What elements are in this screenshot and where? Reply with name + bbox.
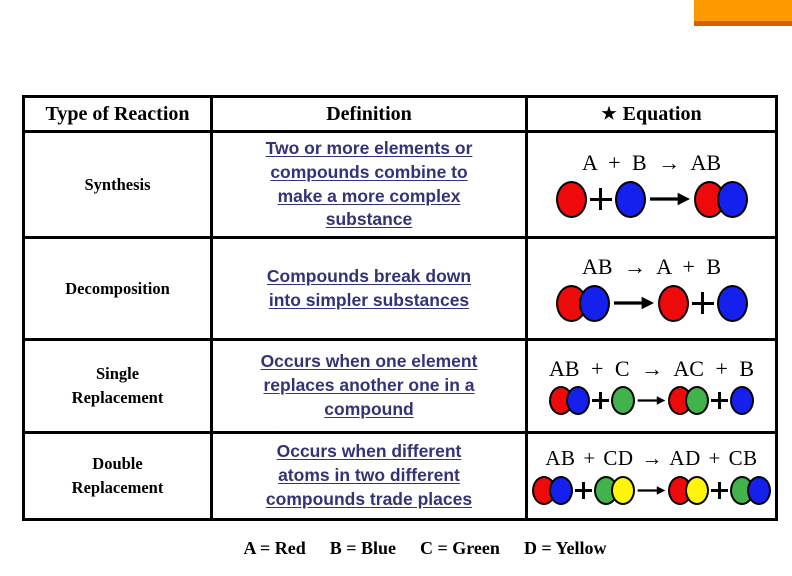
atom-blue	[549, 475, 573, 505]
molecule	[668, 475, 709, 505]
atom-blue	[566, 386, 590, 416]
equation-text: A + B → AB	[581, 150, 722, 176]
top-right-accent-bar	[694, 0, 792, 26]
arrow-icon	[649, 192, 691, 206]
header-row: Type of Reaction Definition ★Equation	[22, 95, 778, 133]
col-header-equation: ★Equation	[525, 95, 778, 133]
molecule	[730, 475, 771, 505]
atom-green	[611, 386, 635, 416]
atom-blue	[747, 475, 771, 505]
legend-item: A = Red	[243, 538, 306, 558]
equation-cell: AB → A + B	[532, 254, 771, 322]
molecule	[555, 180, 587, 218]
molecule	[594, 475, 635, 505]
equation-diagram	[532, 475, 771, 505]
equation-cell: AB + C → AC + B	[532, 355, 771, 416]
legend-item: D = Yellow	[523, 538, 607, 558]
molecule	[693, 180, 748, 218]
reaction-type-label: Decomposition	[22, 236, 213, 341]
atom-yellow	[611, 475, 635, 505]
equation-text: AB → A + B	[581, 254, 722, 280]
arrow-icon	[613, 296, 655, 310]
col-header-definition: Definition	[210, 95, 528, 133]
plus-icon	[589, 188, 612, 211]
equation-diagram	[549, 386, 754, 416]
molecule	[614, 180, 646, 218]
reaction-type-label: Synthesis	[22, 130, 213, 239]
atom-blue	[730, 386, 754, 416]
color-legend: A = Red B = Blue C = Green D = Yellow	[0, 538, 792, 559]
atom-red	[555, 180, 587, 218]
molecule	[716, 284, 748, 322]
plus-icon	[711, 481, 728, 499]
plus-icon	[691, 292, 714, 315]
atom-red	[657, 284, 689, 322]
arrow-icon	[637, 395, 666, 406]
molecule	[657, 284, 689, 322]
equation-text: AB + C → AC + B	[548, 355, 755, 381]
atom-green	[685, 386, 709, 416]
equation-diagram	[555, 284, 748, 322]
molecule	[730, 386, 754, 416]
atom-blue	[716, 284, 748, 322]
molecule	[555, 284, 610, 322]
atom-blue	[578, 284, 610, 322]
molecule	[668, 386, 709, 416]
col-header-type-of-reaction: Type of Reaction	[22, 95, 213, 133]
plus-icon	[575, 481, 592, 499]
molecule	[532, 475, 573, 505]
plus-icon	[592, 392, 609, 410]
star-icon: ★	[601, 103, 617, 123]
atom-blue	[614, 180, 646, 218]
reaction-types-table: Type of Reaction Definition ★Equation Sy…	[22, 95, 778, 521]
equation-text: AB + CD → AD + CB	[545, 446, 758, 471]
equation-diagram	[555, 180, 748, 218]
legend-item: B = Blue	[329, 538, 397, 558]
molecule	[549, 386, 590, 416]
equation-header-label: Equation	[622, 102, 702, 125]
plus-icon	[711, 392, 728, 410]
equation-cell: A + B → AB	[532, 150, 771, 218]
molecule	[611, 386, 635, 416]
equation-cell: AB + CD → AD + CB	[532, 446, 771, 505]
legend-item: C = Green	[420, 538, 500, 558]
atom-blue	[716, 180, 748, 218]
arrow-icon	[637, 485, 666, 496]
atom-yellow	[685, 475, 709, 505]
